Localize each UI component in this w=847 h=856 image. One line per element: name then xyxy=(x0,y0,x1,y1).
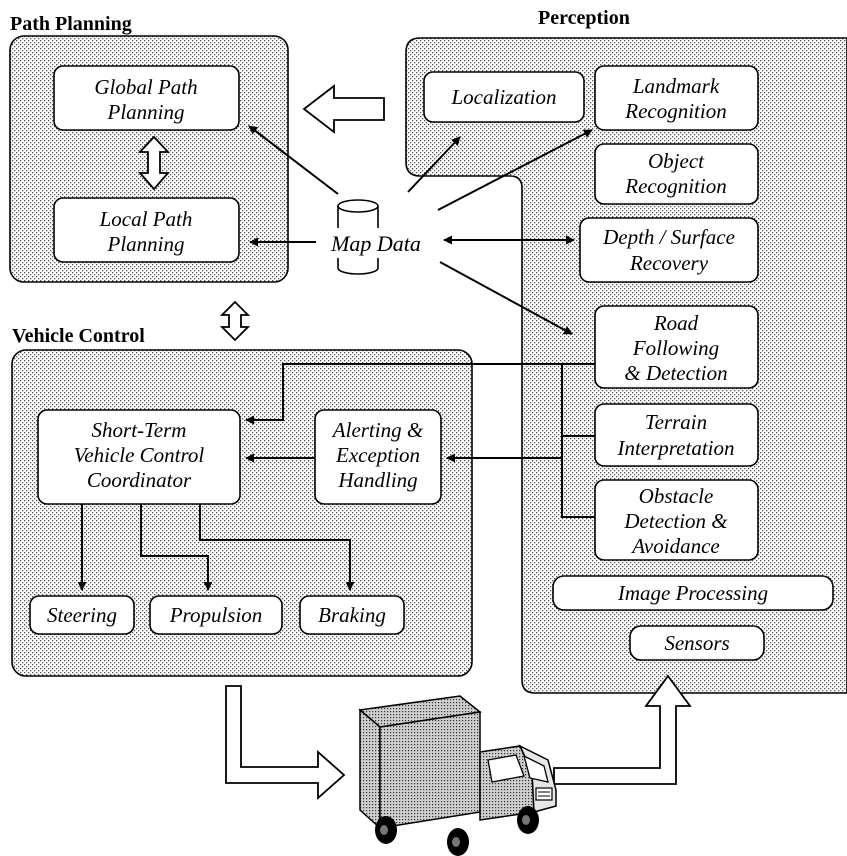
local-path-planning-line2: Planning xyxy=(107,232,185,256)
planning-control-exchange-arrow xyxy=(219,300,251,342)
image-processing-label: Image Processing xyxy=(617,581,768,605)
braking-box xyxy=(299,595,405,635)
short-term-coordinator-line2: Vehicle Control xyxy=(74,443,205,467)
depth-surface-recovery-line2: Recovery xyxy=(629,251,709,275)
image-processing-box xyxy=(552,575,834,611)
road-following-box xyxy=(594,305,759,389)
road-following-line2: Following xyxy=(632,336,719,360)
vehicle-to-perception-arrow xyxy=(553,674,692,785)
perception-title: Perception xyxy=(538,7,630,29)
map-data-label: Map Data xyxy=(330,231,421,256)
perception-to-planning-arrow xyxy=(302,84,385,134)
obstacle-detection-line2: Detection & xyxy=(623,509,728,533)
map-to-localization-arrow xyxy=(407,136,461,193)
terrain-interpretation-line1: Terrain xyxy=(645,410,707,434)
control-to-vehicle-arrow xyxy=(225,685,346,800)
short-term-coordinator-line1: Short-Term xyxy=(92,418,187,442)
obstacle-detection-box xyxy=(594,479,759,561)
sensors-box xyxy=(629,625,765,661)
depth-surface-recovery-line1: Depth / Surface xyxy=(602,225,735,249)
map-to-road-arrow xyxy=(439,261,573,335)
map-to-landmark-arrow xyxy=(437,129,593,211)
global-path-planning-line1: Global Path xyxy=(94,75,197,99)
terrain-interpretation-line2: Interpretation xyxy=(616,436,734,460)
truck-icon xyxy=(358,695,557,856)
road-to-coordinator-arrow xyxy=(245,363,595,425)
alerting-exception-line1: Alerting & xyxy=(331,418,424,442)
short-term-coordinator-box xyxy=(37,409,241,505)
road-following-line3: & Detection xyxy=(624,361,727,385)
object-recognition-line1: Object xyxy=(648,149,705,173)
landmark-recognition-line2: Recognition xyxy=(624,99,726,123)
map-data-label-bg xyxy=(318,228,438,258)
obstacle-detection-line1: Obstacle xyxy=(639,484,714,508)
propulsion-box xyxy=(149,595,283,635)
steering-box xyxy=(29,595,135,635)
alerting-exception-line2: Exception xyxy=(335,443,420,467)
localization-label: Localization xyxy=(450,85,556,109)
vehicle-control-title: Vehicle Control xyxy=(12,325,145,347)
short-term-coordinator-line3: Coordinator xyxy=(87,468,192,492)
steering-label: Steering xyxy=(47,603,117,627)
coordinator-to-braking-arrow xyxy=(199,504,355,591)
sensors-label: Sensors xyxy=(664,631,729,655)
global-path-planning-line2: Planning xyxy=(107,100,185,124)
path-planning-title: Path Planning xyxy=(10,13,132,35)
local-path-planning-box xyxy=(53,197,240,263)
depth-surface-recovery-box xyxy=(579,217,759,283)
braking-label: Braking xyxy=(318,603,386,627)
obstacle-connector xyxy=(561,436,595,518)
alerting-exception-line3: Handling xyxy=(337,468,417,492)
obstacle-detection-line3: Avoidance xyxy=(630,534,719,558)
map-to-global-arrow xyxy=(248,125,339,195)
local-path-planning-line1: Local Path xyxy=(99,207,193,231)
landmark-recognition-line1: Landmark xyxy=(632,74,720,98)
planning-exchange-arrow xyxy=(137,135,171,191)
propulsion-label: Propulsion xyxy=(169,603,263,627)
coordinator-to-propulsion-arrow xyxy=(140,504,213,591)
global-path-planning-box xyxy=(53,65,240,131)
object-recognition-line2: Recognition xyxy=(624,174,726,198)
road-following-line1: Road xyxy=(653,311,699,335)
object-recognition-box xyxy=(594,143,759,205)
localization-box xyxy=(423,71,585,123)
landmark-recognition-box xyxy=(594,65,759,131)
